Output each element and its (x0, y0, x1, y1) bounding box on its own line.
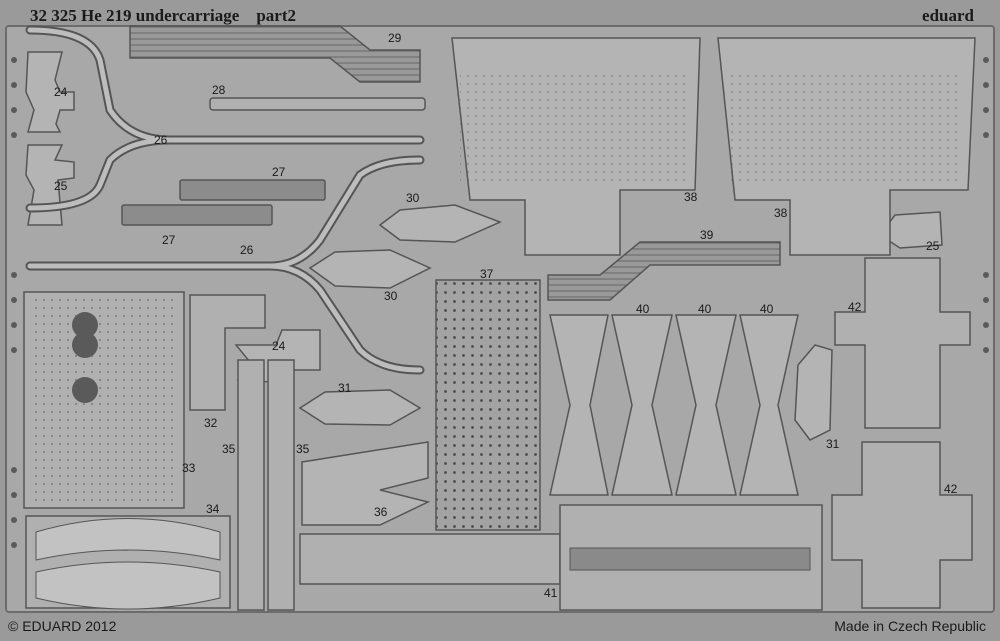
part-label-24: 24 (54, 85, 68, 99)
part-27-lower (121, 204, 273, 226)
part-label-42: 42 (848, 300, 862, 314)
part-label-34: 34 (206, 502, 220, 516)
part-label-30: 30 (384, 289, 398, 303)
part-label-33: 33 (182, 461, 196, 475)
part-40 (739, 314, 799, 496)
part-28 (209, 97, 426, 111)
part-label-26: 26 (240, 243, 254, 257)
part-label-38: 38 (684, 190, 698, 204)
part-32 (189, 294, 266, 411)
part-40 (549, 314, 609, 496)
origin-text: Made in Czech Republic (834, 618, 986, 634)
part-40 (675, 314, 737, 496)
part-label-27: 27 (162, 233, 176, 247)
part-label-42: 42 (944, 482, 958, 496)
part-35-left (237, 359, 265, 611)
part-label-27: 27 (272, 165, 286, 179)
part-35-right (267, 359, 295, 611)
part-27-upper (179, 179, 326, 201)
part-33-hole (72, 377, 98, 403)
part-label-40: 40 (698, 302, 712, 316)
part-label-32: 32 (204, 416, 218, 430)
part-31-right (794, 344, 833, 441)
part-label-35: 35 (222, 442, 236, 456)
fret-title: 32 325 He 219 undercarriage part2 (30, 6, 296, 25)
part-label-24: 24 (272, 339, 286, 353)
part-42-lower (831, 441, 973, 609)
part-36 (301, 441, 431, 526)
part-39 (547, 241, 781, 301)
part-label-25: 25 (926, 239, 940, 253)
part-42-upper (834, 257, 971, 429)
part-label-31: 31 (826, 437, 840, 451)
part-label-39: 39 (700, 228, 714, 242)
part-label-26: 26 (154, 133, 168, 147)
part-30-lower (308, 249, 432, 289)
part-label-38: 38 (774, 206, 788, 220)
part-31-left (298, 389, 422, 426)
part-label-40: 40 (760, 302, 774, 316)
part-label-30: 30 (406, 191, 420, 205)
fret-edge-holes (11, 57, 989, 548)
part-33-hole (72, 332, 98, 358)
part-label-25: 25 (54, 179, 68, 193)
part-29 (129, 25, 421, 83)
part-37 (435, 279, 541, 531)
part-label-29: 29 (388, 31, 402, 45)
part-label-40: 40 (636, 302, 650, 316)
part-label-28: 28 (212, 83, 226, 97)
part-33-hole (72, 312, 98, 338)
part-label-36: 36 (374, 505, 388, 519)
part-label-35: 35 (296, 442, 310, 456)
part-label-37: 37 (480, 267, 494, 281)
part-label-41: 41 (544, 586, 558, 600)
brand-logo-text: eduard (922, 6, 974, 25)
part-30-upper (378, 204, 502, 243)
part-24-top (25, 51, 75, 133)
part-41 (299, 533, 561, 585)
part-label-31: 31 (338, 381, 352, 395)
copyright-text: © EDUARD 2012 (8, 618, 117, 634)
part-40 (611, 314, 673, 496)
